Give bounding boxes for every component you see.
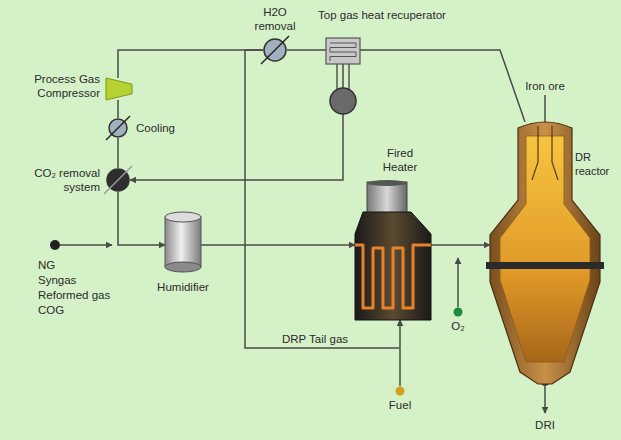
compressor-symbol: Process Gas Compressor bbox=[106, 78, 132, 100]
exchanger-slash bbox=[106, 116, 130, 140]
node-label: H2O removal bbox=[246, 5, 304, 33]
edge-label: DRP Tail gas bbox=[280, 332, 350, 346]
separator-vessel bbox=[330, 88, 356, 114]
co2-removal-symbol: CO₂ removal system bbox=[106, 168, 130, 192]
heater-stack bbox=[367, 182, 407, 214]
stack-opening bbox=[367, 180, 407, 186]
vessel-body bbox=[165, 217, 201, 267]
flow-line bbox=[117, 138, 119, 168]
flow-line bbox=[431, 244, 490, 246]
heater-coil bbox=[355, 245, 431, 308]
node-outline bbox=[263, 38, 287, 62]
node-label: DR reactor bbox=[575, 150, 619, 178]
oxygen-dot bbox=[454, 308, 463, 317]
flow-line bbox=[201, 244, 355, 246]
node-label: Cooling bbox=[136, 121, 196, 135]
stream-label: Syngas bbox=[38, 273, 128, 287]
stream-label: O₂ bbox=[438, 319, 478, 333]
flow-line bbox=[287, 49, 326, 51]
stream-label: NG bbox=[38, 258, 128, 272]
stream-label: COG bbox=[38, 303, 128, 317]
flow-line bbox=[118, 192, 165, 245]
stream-label: Fuel bbox=[375, 398, 425, 412]
node-outline bbox=[106, 78, 132, 100]
node-label: Process Gas Compressor bbox=[6, 72, 100, 100]
stream-label: DRI bbox=[520, 418, 570, 432]
node-outline bbox=[326, 38, 360, 64]
heater-body bbox=[355, 212, 431, 320]
recuperator-box: Top gas heat recuperator bbox=[326, 38, 360, 64]
node-outline bbox=[165, 212, 201, 272]
flow-line bbox=[360, 50, 525, 122]
compressor-shape bbox=[106, 78, 132, 100]
feed-line bbox=[60, 244, 112, 246]
flow-line bbox=[118, 50, 263, 78]
node-label: Fired Heater bbox=[370, 146, 430, 174]
fired-heater: Fired Heater bbox=[355, 182, 431, 320]
reactor-feed-pipe bbox=[532, 126, 558, 180]
node-label: CO₂ removal system bbox=[12, 166, 100, 194]
node-label: Humidifier bbox=[148, 280, 218, 294]
flow-line bbox=[130, 64, 343, 180]
feed-dot bbox=[50, 240, 60, 250]
recuperator-casing bbox=[326, 38, 360, 64]
stream-label: Iron ore bbox=[515, 79, 575, 93]
humidifier-vessel: Humidifier bbox=[165, 212, 201, 272]
heat-exchanger: H2O removal bbox=[263, 38, 287, 62]
discharge-line bbox=[544, 386, 546, 413]
fuel-dot bbox=[396, 387, 405, 396]
vessel-bottom bbox=[165, 262, 201, 272]
oxygen-line bbox=[457, 258, 459, 307]
vessel-top bbox=[165, 212, 201, 222]
recuperator-coil bbox=[330, 43, 356, 61]
node-outline bbox=[106, 168, 130, 192]
exchanger-slash bbox=[261, 36, 289, 64]
cooler-symbol: Cooling bbox=[108, 118, 128, 138]
node-outline bbox=[108, 118, 128, 138]
exchanger-slash bbox=[104, 166, 132, 194]
bustle-ring bbox=[486, 262, 604, 269]
node-label: Top gas heat recuperator bbox=[318, 8, 450, 22]
flow-line bbox=[117, 100, 119, 118]
node-outline bbox=[355, 182, 431, 320]
dr-reactor: DR reactor bbox=[490, 122, 600, 384]
fuel-line bbox=[399, 349, 401, 386]
stream-label: Reformed gas bbox=[38, 288, 128, 302]
